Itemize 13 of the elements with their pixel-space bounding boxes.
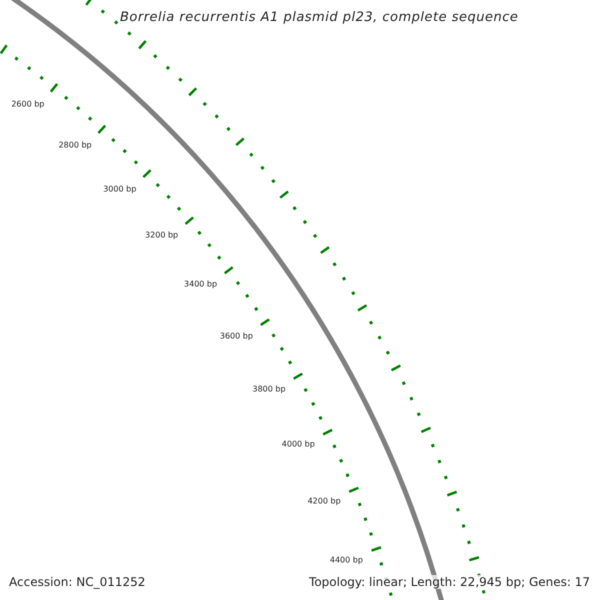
scale-label: 3200 bp bbox=[145, 230, 178, 240]
scale-label: 3800 bp bbox=[252, 384, 286, 394]
map-title: Borrelia recurrentis A1 plasmid pl23, complete sequence bbox=[120, 10, 518, 25]
scale-label: 3400 bp bbox=[184, 280, 218, 289]
scale-label: 4400 bp bbox=[330, 555, 363, 564]
topology-text: Topology: linear; Length: 22,945 bp; Genes: 17 bbox=[309, 575, 590, 589]
scale-label: 2600 bp bbox=[11, 100, 44, 109]
scale-label: 3600 bp bbox=[220, 331, 253, 340]
scale-label: 4000 bp bbox=[282, 440, 315, 449]
accession-text: Accession: NC_011252 bbox=[9, 575, 146, 589]
scale-label: 2800 bp bbox=[58, 140, 92, 150]
scale-label: 3000 bp bbox=[103, 184, 136, 194]
scale-label: 4200 bp bbox=[308, 496, 341, 506]
